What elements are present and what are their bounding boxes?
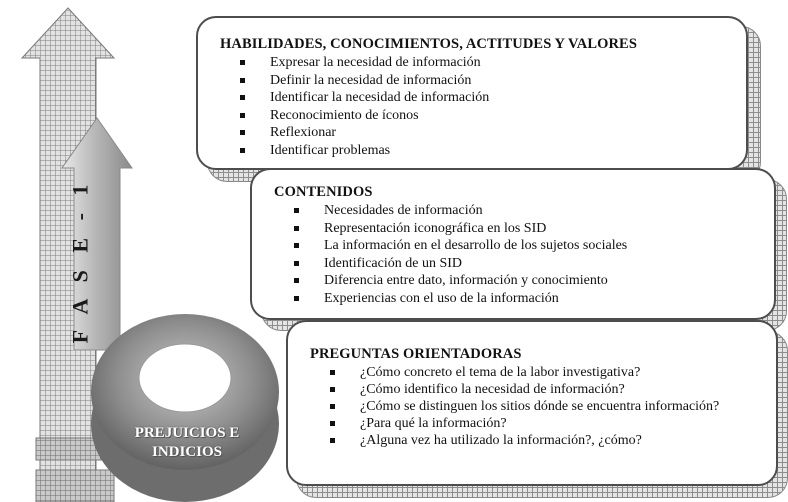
- list-item: Experiencias con el uso de la informació…: [274, 290, 764, 308]
- list-item: Identificar la necesidad de información: [220, 89, 736, 107]
- skills-title: HABILIDADES, CONOCIMIENTOS, ACTITUDES Y …: [220, 36, 637, 52]
- phase-arrow: [61, 117, 133, 351]
- guiding-questions-box: PREGUNTAS ORIENTADORAS ¿Cómo concreto el…: [286, 320, 778, 486]
- skills-list: Expresar la necesidad de información Def…: [220, 54, 736, 159]
- ring-shape: [91, 314, 279, 502]
- list-item: Representación iconográfica en los SID: [274, 220, 764, 238]
- list-item: Necesidades de información: [274, 202, 764, 220]
- list-item: Identificación de un SID: [274, 255, 764, 273]
- skills-box: HABILIDADES, CONOCIMIENTOS, ACTITUDES Y …: [196, 16, 748, 170]
- contents-box: CONTENIDOS Necesidades de información Re…: [250, 168, 776, 320]
- list-item: Reconocimiento de íconos: [220, 107, 736, 125]
- list-item: Expresar la necesidad de información: [220, 54, 736, 72]
- list-item: ¿Cómo se distinguen los sitios dónde se …: [310, 398, 726, 415]
- list-item: Identificar problemas: [220, 142, 736, 160]
- list-item: ¿Cómo identifico la necesidad de informa…: [310, 381, 726, 398]
- grid-tail-lower: [35, 469, 115, 502]
- questions-title: PREGUNTAS ORIENTADORAS: [310, 346, 522, 362]
- contents-title: CONTENIDOS: [274, 184, 373, 200]
- list-item: La información en el desarrollo de los s…: [274, 237, 764, 255]
- list-item: Definir la necesidad de información: [220, 72, 736, 90]
- list-item: ¿Alguna vez ha utilizado la información?…: [310, 432, 726, 449]
- list-item: ¿Para qué la información?: [310, 415, 726, 432]
- ring-label: PREJUICIOS E INDICIOS: [134, 425, 240, 460]
- contents-list: Necesidades de información Representació…: [274, 202, 764, 307]
- questions-list: ¿Cómo concreto el tema de la labor inves…: [310, 364, 726, 449]
- list-item: ¿Cómo concreto el tema de la labor inves…: [310, 364, 726, 381]
- list-item: Reflexionar: [220, 124, 736, 142]
- phase-label: F A S E - 1: [67, 178, 93, 344]
- list-item: Diferencia entre dato, información y con…: [274, 272, 764, 290]
